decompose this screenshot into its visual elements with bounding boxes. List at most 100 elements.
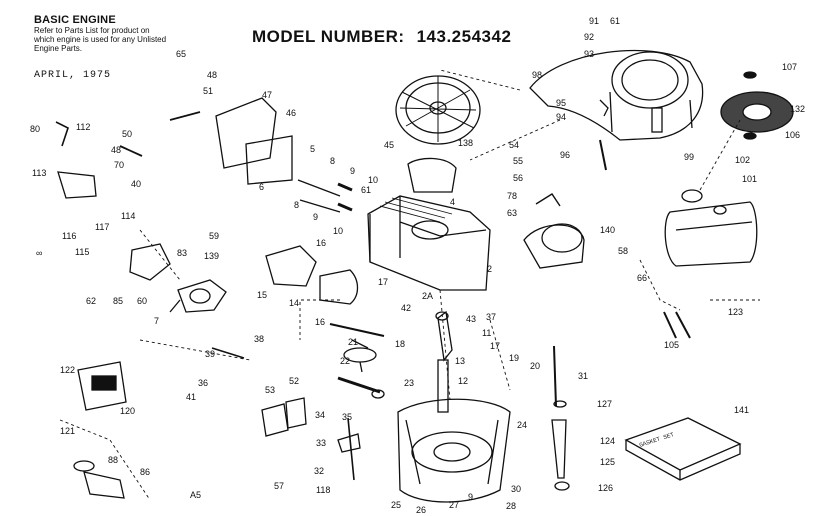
gasket-set-box xyxy=(624,417,742,481)
callout-53: 53 xyxy=(265,385,275,395)
rod-96 xyxy=(599,139,607,171)
bracket-33 xyxy=(337,433,361,453)
connecting-rod xyxy=(337,376,381,394)
crankshaft xyxy=(435,310,453,413)
callout-123: 123 xyxy=(728,307,743,317)
callout-86: 86 xyxy=(140,467,150,477)
callout-99: 99 xyxy=(684,152,694,162)
callout-139: 139 xyxy=(204,251,219,261)
callout-23: 23 xyxy=(404,378,414,388)
callout-54: 54 xyxy=(509,140,519,150)
valve-springs xyxy=(337,182,353,212)
callout-6: 6 xyxy=(259,182,264,192)
callout-18: 18 xyxy=(395,339,405,349)
link-70 xyxy=(119,145,143,157)
rod-cap xyxy=(371,389,385,399)
callout-118: 118 xyxy=(316,485,330,495)
valve-set xyxy=(297,179,341,213)
o-ring-127 xyxy=(553,400,567,408)
callout-114: 114 xyxy=(121,211,135,221)
callout-4: 4 xyxy=(450,197,455,207)
callout-91: 91 xyxy=(589,16,599,26)
callout-60: 60 xyxy=(137,296,147,306)
head-gasket xyxy=(245,135,293,185)
spring-39 xyxy=(211,347,245,359)
callout-56: 56 xyxy=(513,173,523,183)
callout-138: 138 xyxy=(458,138,473,148)
callout-102: 102 xyxy=(735,155,750,165)
washer-106 xyxy=(743,132,757,140)
recoil-starter xyxy=(523,193,585,269)
callout-105: 105 xyxy=(664,340,679,350)
callout-38: 38 xyxy=(254,334,264,344)
model-number: 143.254342 xyxy=(416,27,512,46)
callout-59: 59 xyxy=(209,231,219,241)
carburetor xyxy=(169,279,227,313)
callout-55: 55 xyxy=(513,156,523,166)
footer-code: A5 xyxy=(190,490,202,500)
callout-101: 101 xyxy=(742,174,757,184)
callout-96: 96 xyxy=(560,150,570,160)
callout-37: 37 xyxy=(486,312,496,322)
camshaft xyxy=(351,339,369,373)
callout-113: 113 xyxy=(32,168,46,178)
callout-116: 116 xyxy=(62,231,76,241)
screw-18 xyxy=(329,323,385,337)
callout-62: 62 xyxy=(86,296,96,306)
callout-16: 16 xyxy=(315,317,325,327)
dipstick-tube xyxy=(551,419,567,479)
callout-140: 140 xyxy=(600,225,615,235)
callout-7: 7 xyxy=(154,316,159,326)
callout-61: 61 xyxy=(610,16,620,26)
callout-27: 27 xyxy=(449,500,459,510)
governor-bracket xyxy=(57,171,97,199)
callout-115: 115 xyxy=(75,247,89,257)
lever-80 xyxy=(55,121,69,147)
callout-85: 85 xyxy=(113,296,123,306)
callout-39: 39 xyxy=(205,349,215,359)
oil-seal-126 xyxy=(554,481,570,491)
callout-127: 127 xyxy=(597,399,612,409)
callout-124: 124 xyxy=(600,436,615,446)
screw-32 xyxy=(347,417,355,481)
callout-31: 31 xyxy=(578,371,588,381)
callout-2A: 2A xyxy=(422,291,433,301)
callout-63: 63 xyxy=(507,208,517,218)
callout-88: 88 xyxy=(108,455,118,465)
callout-112: 112 xyxy=(76,122,90,132)
callout-9: 9 xyxy=(350,166,355,176)
callout-9: 9 xyxy=(313,212,318,222)
blower-housing xyxy=(529,49,704,141)
callout-83: 83 xyxy=(177,248,187,258)
callout-11: 11 xyxy=(482,328,491,338)
callout-92: 92 xyxy=(584,32,594,42)
callout-120: 120 xyxy=(120,406,135,416)
callout-2: 2 xyxy=(487,264,492,274)
fuel-cap xyxy=(83,471,125,499)
diagram-date: APRIL, 1975 xyxy=(34,70,112,81)
callout-94: 94 xyxy=(556,112,566,122)
callout-14: 14 xyxy=(289,298,299,308)
callout-40: 40 xyxy=(131,179,141,189)
callout-42: 42 xyxy=(401,303,411,313)
callout-25: 25 xyxy=(391,500,401,510)
leader-lines xyxy=(59,69,760,501)
nut-107 xyxy=(743,71,757,79)
callout-51: 51 xyxy=(203,86,213,96)
callout-9: 9 xyxy=(468,492,473,502)
callout-36: 36 xyxy=(198,378,208,388)
callout-47: 47 xyxy=(262,90,272,100)
muffler xyxy=(664,189,758,267)
callout-26: 26 xyxy=(416,505,426,515)
flywheel xyxy=(395,75,481,145)
diagram-title: BASIC ENGINE xyxy=(34,14,116,26)
callout-125: 125 xyxy=(600,457,615,467)
cylinder-block xyxy=(367,195,491,291)
callout-121: 121 xyxy=(60,426,75,436)
callout-16: 16 xyxy=(316,238,326,248)
fuel-tank-assembly xyxy=(129,243,171,281)
intake-pipe xyxy=(265,245,359,305)
gasket-53 xyxy=(261,403,289,437)
